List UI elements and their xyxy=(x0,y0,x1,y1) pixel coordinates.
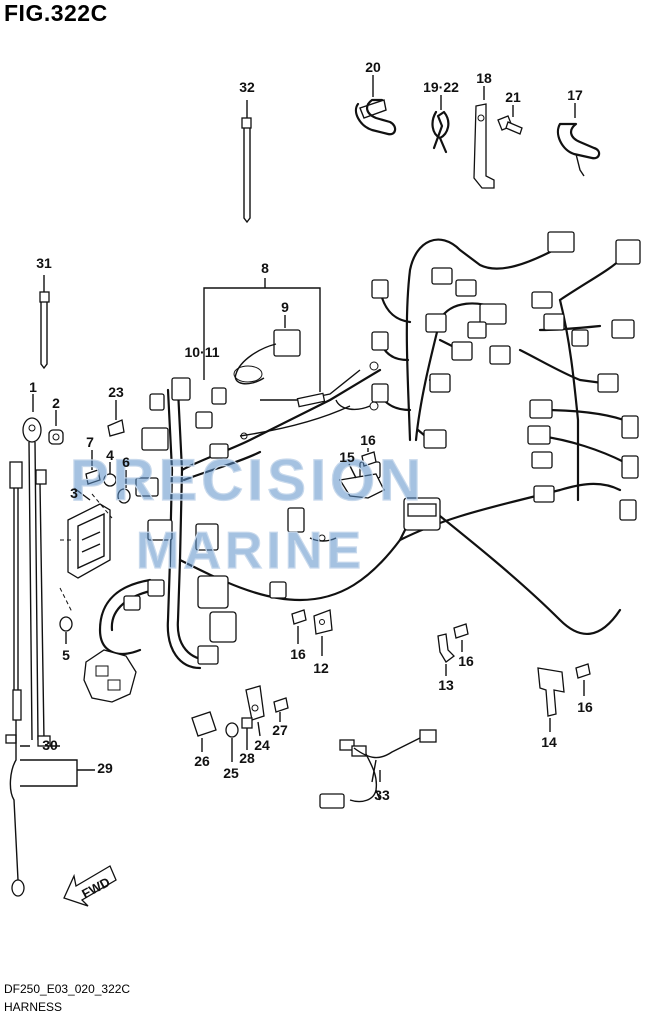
part-16b-bolt xyxy=(291,609,307,644)
part-27-bolt xyxy=(273,697,289,722)
watermark-line1: PRECISION xyxy=(70,448,425,513)
callout-labels: 20 19·22 18 21 17 32 31 8 9 10·11 1 2 23… xyxy=(29,59,593,803)
part-25-washer xyxy=(225,722,239,762)
part-33-sub-harness xyxy=(319,729,437,809)
callout-29: 29 xyxy=(97,760,113,776)
part-24-bracket xyxy=(245,685,265,737)
part-29-30-cable xyxy=(5,461,95,897)
part-2-grommet xyxy=(48,410,64,445)
callout-16-a: 16 xyxy=(360,432,376,448)
callout-18: 18 xyxy=(476,70,492,86)
part-31-cable-tie xyxy=(39,275,50,370)
fwd-label: FWD xyxy=(79,874,112,901)
callout-16-b: 16 xyxy=(290,646,306,662)
figure-name: HARNESS xyxy=(4,1000,63,1014)
callout-2: 2 xyxy=(52,395,60,411)
callout-3: 3 xyxy=(70,485,78,501)
part-13-bracket xyxy=(437,633,455,676)
callout-5: 5 xyxy=(62,647,70,663)
callout-13: 13 xyxy=(438,677,454,693)
part-17-clamp xyxy=(556,103,601,177)
part-16d-bolt xyxy=(575,663,591,696)
callout-19-22: 19·22 xyxy=(423,79,459,95)
callout-6: 6 xyxy=(122,454,130,470)
callout-16-d: 16 xyxy=(577,699,593,715)
callout-20: 20 xyxy=(365,59,381,75)
callout-25: 25 xyxy=(223,765,239,781)
part-16c-bolt xyxy=(453,623,469,652)
callout-23: 23 xyxy=(108,384,124,400)
part-4-washer xyxy=(103,462,117,487)
callout-15: 15 xyxy=(339,449,355,465)
part-18-bracket xyxy=(473,86,495,189)
callout-32: 32 xyxy=(239,79,255,95)
fwd-arrow-icon: FWD xyxy=(63,865,117,907)
part-12-clip xyxy=(313,609,333,656)
callout-17: 17 xyxy=(567,87,583,103)
callout-21: 21 xyxy=(505,89,521,105)
callout-16-c: 16 xyxy=(458,653,474,669)
part-7-bolt xyxy=(85,450,101,485)
callout-27: 27 xyxy=(272,722,288,738)
callout-24: 24 xyxy=(254,737,270,753)
callout-33: 33 xyxy=(374,787,390,803)
harness-connectors xyxy=(83,231,641,703)
part-32-cable-tie xyxy=(241,100,252,224)
part-3-ecm-unit xyxy=(59,487,113,613)
part-1-cable xyxy=(22,394,42,741)
callout-14: 14 xyxy=(541,734,557,750)
callout-9: 9 xyxy=(281,299,289,315)
callout-4: 4 xyxy=(106,447,114,463)
part-16a-bolt xyxy=(361,448,377,467)
callout-12: 12 xyxy=(313,660,329,676)
part-6-grommet xyxy=(117,470,131,504)
callout-30: 30 xyxy=(42,737,58,753)
callout-7: 7 xyxy=(86,434,94,450)
callout-1: 1 xyxy=(29,379,37,395)
part-23-bolt xyxy=(107,400,125,437)
callout-31: 31 xyxy=(36,255,52,271)
part-5-grommet xyxy=(59,616,73,644)
callout-10-11: 10·11 xyxy=(184,344,219,360)
part-26-cap xyxy=(191,711,217,752)
callout-28: 28 xyxy=(239,750,255,766)
watermark-line2: MARINE xyxy=(136,522,365,580)
part-21-bolt xyxy=(497,105,523,135)
part-15-bracket xyxy=(338,463,385,499)
callout-8: 8 xyxy=(261,260,269,276)
figure-code: DF250_E03_020_322C xyxy=(4,982,131,996)
part-20-clamp xyxy=(354,75,397,136)
part-14-bracket xyxy=(537,667,565,732)
part-9-relay xyxy=(233,315,301,385)
figure-title: FIG.322C xyxy=(4,0,108,26)
part-28-nut xyxy=(241,717,253,750)
part-19-22-clip xyxy=(431,95,450,154)
callout-26: 26 xyxy=(194,753,210,769)
callout-8-bracket xyxy=(203,278,321,392)
watermark: PRECISION MARINE xyxy=(69,447,425,580)
